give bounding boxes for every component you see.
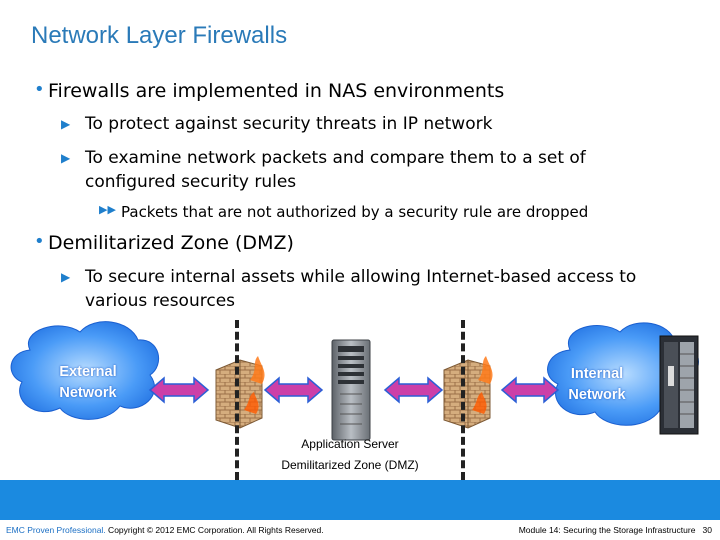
bidirectional-arrow-4 [500, 376, 560, 404]
footer-module: Module 14: Securing the Storage Infrastr… [518, 525, 696, 535]
bullet-dot-icon: • [34, 231, 45, 252]
bidirectional-arrow-2 [263, 376, 324, 404]
bidirectional-arrow-1 [148, 376, 210, 404]
footer-copyright-text: Copyright © 2012 EMC Corporation. All Ri… [105, 525, 324, 535]
arrow-bullet-icon: ▶ [61, 117, 71, 131]
bullet-dot-icon: • [34, 79, 45, 100]
internal-network-label: Internal Network [556, 364, 638, 406]
external-network-label: External Network [48, 362, 128, 404]
footer-page-number: 30 [702, 525, 712, 535]
footer-module-info: Module 14: Securing the Storage Infrastr… [519, 525, 712, 535]
footer-strip: EMC Proven Professional. Copyright © 201… [0, 520, 720, 540]
bullet-1-sub-2: ▶ To examine network packets and compare… [61, 146, 645, 194]
external-network-line1: External [59, 364, 117, 380]
firewall-2-icon [443, 356, 493, 429]
bullet-1-text: Firewalls are implemented in NAS environ… [48, 80, 505, 102]
arrow-bullet-icon: ▶ [61, 270, 71, 284]
bullet-1-sub-1: ▶ To protect against security threats in… [61, 112, 645, 136]
footer-brand: EMC Proven Professional. [6, 525, 106, 535]
bullet-1: • Firewalls are implemented in NAS envir… [34, 79, 505, 102]
dmz-caption: Application Server Demilitarized Zone (D… [250, 434, 450, 476]
caption-line2: Demilitarized Zone (DMZ) [281, 458, 419, 472]
slide-title: Network Layer Firewalls [31, 22, 288, 49]
caption-line1: Application Server [301, 437, 399, 451]
dmz-diagram [10, 321, 699, 441]
bullet-2-text: Demilitarized Zone (DMZ) [48, 232, 294, 254]
bullet-1-sub-2-sub-1-text: Packets that are not authorized by a sec… [121, 203, 589, 221]
internal-network-line2: Network [568, 387, 626, 403]
external-network-cloud [10, 321, 159, 420]
external-network-line2: Network [59, 385, 117, 401]
storage-rack-icon [659, 335, 699, 435]
application-server-icon [331, 339, 371, 441]
bullet-2: • Demilitarized Zone (DMZ) [34, 231, 294, 254]
bullet-2-sub-1-text: To secure internal assets while allowing… [85, 267, 637, 311]
footer-copyright: EMC Proven Professional. Copyright © 201… [6, 525, 324, 535]
firewall-1-icon [215, 356, 265, 429]
bullet-1-sub-2-text: To examine network packets and compare t… [85, 148, 586, 192]
dmz-boundary-right [461, 320, 465, 480]
arrow-bullet-icon: ▶ [61, 151, 71, 165]
bullet-1-sub-2-sub-1: ▶▶ Packets that are not authorized by a … [99, 203, 589, 221]
dmz-boundary-left [235, 320, 239, 480]
internal-network-line1: Internal [570, 366, 624, 382]
bullet-1-sub-1-text: To protect against security threats in I… [85, 114, 493, 134]
double-arrow-bullet-icon: ▶▶ [99, 203, 116, 216]
bidirectional-arrow-3 [383, 376, 444, 404]
bullet-2-sub-1: ▶ To secure internal assets while allowi… [61, 265, 685, 313]
